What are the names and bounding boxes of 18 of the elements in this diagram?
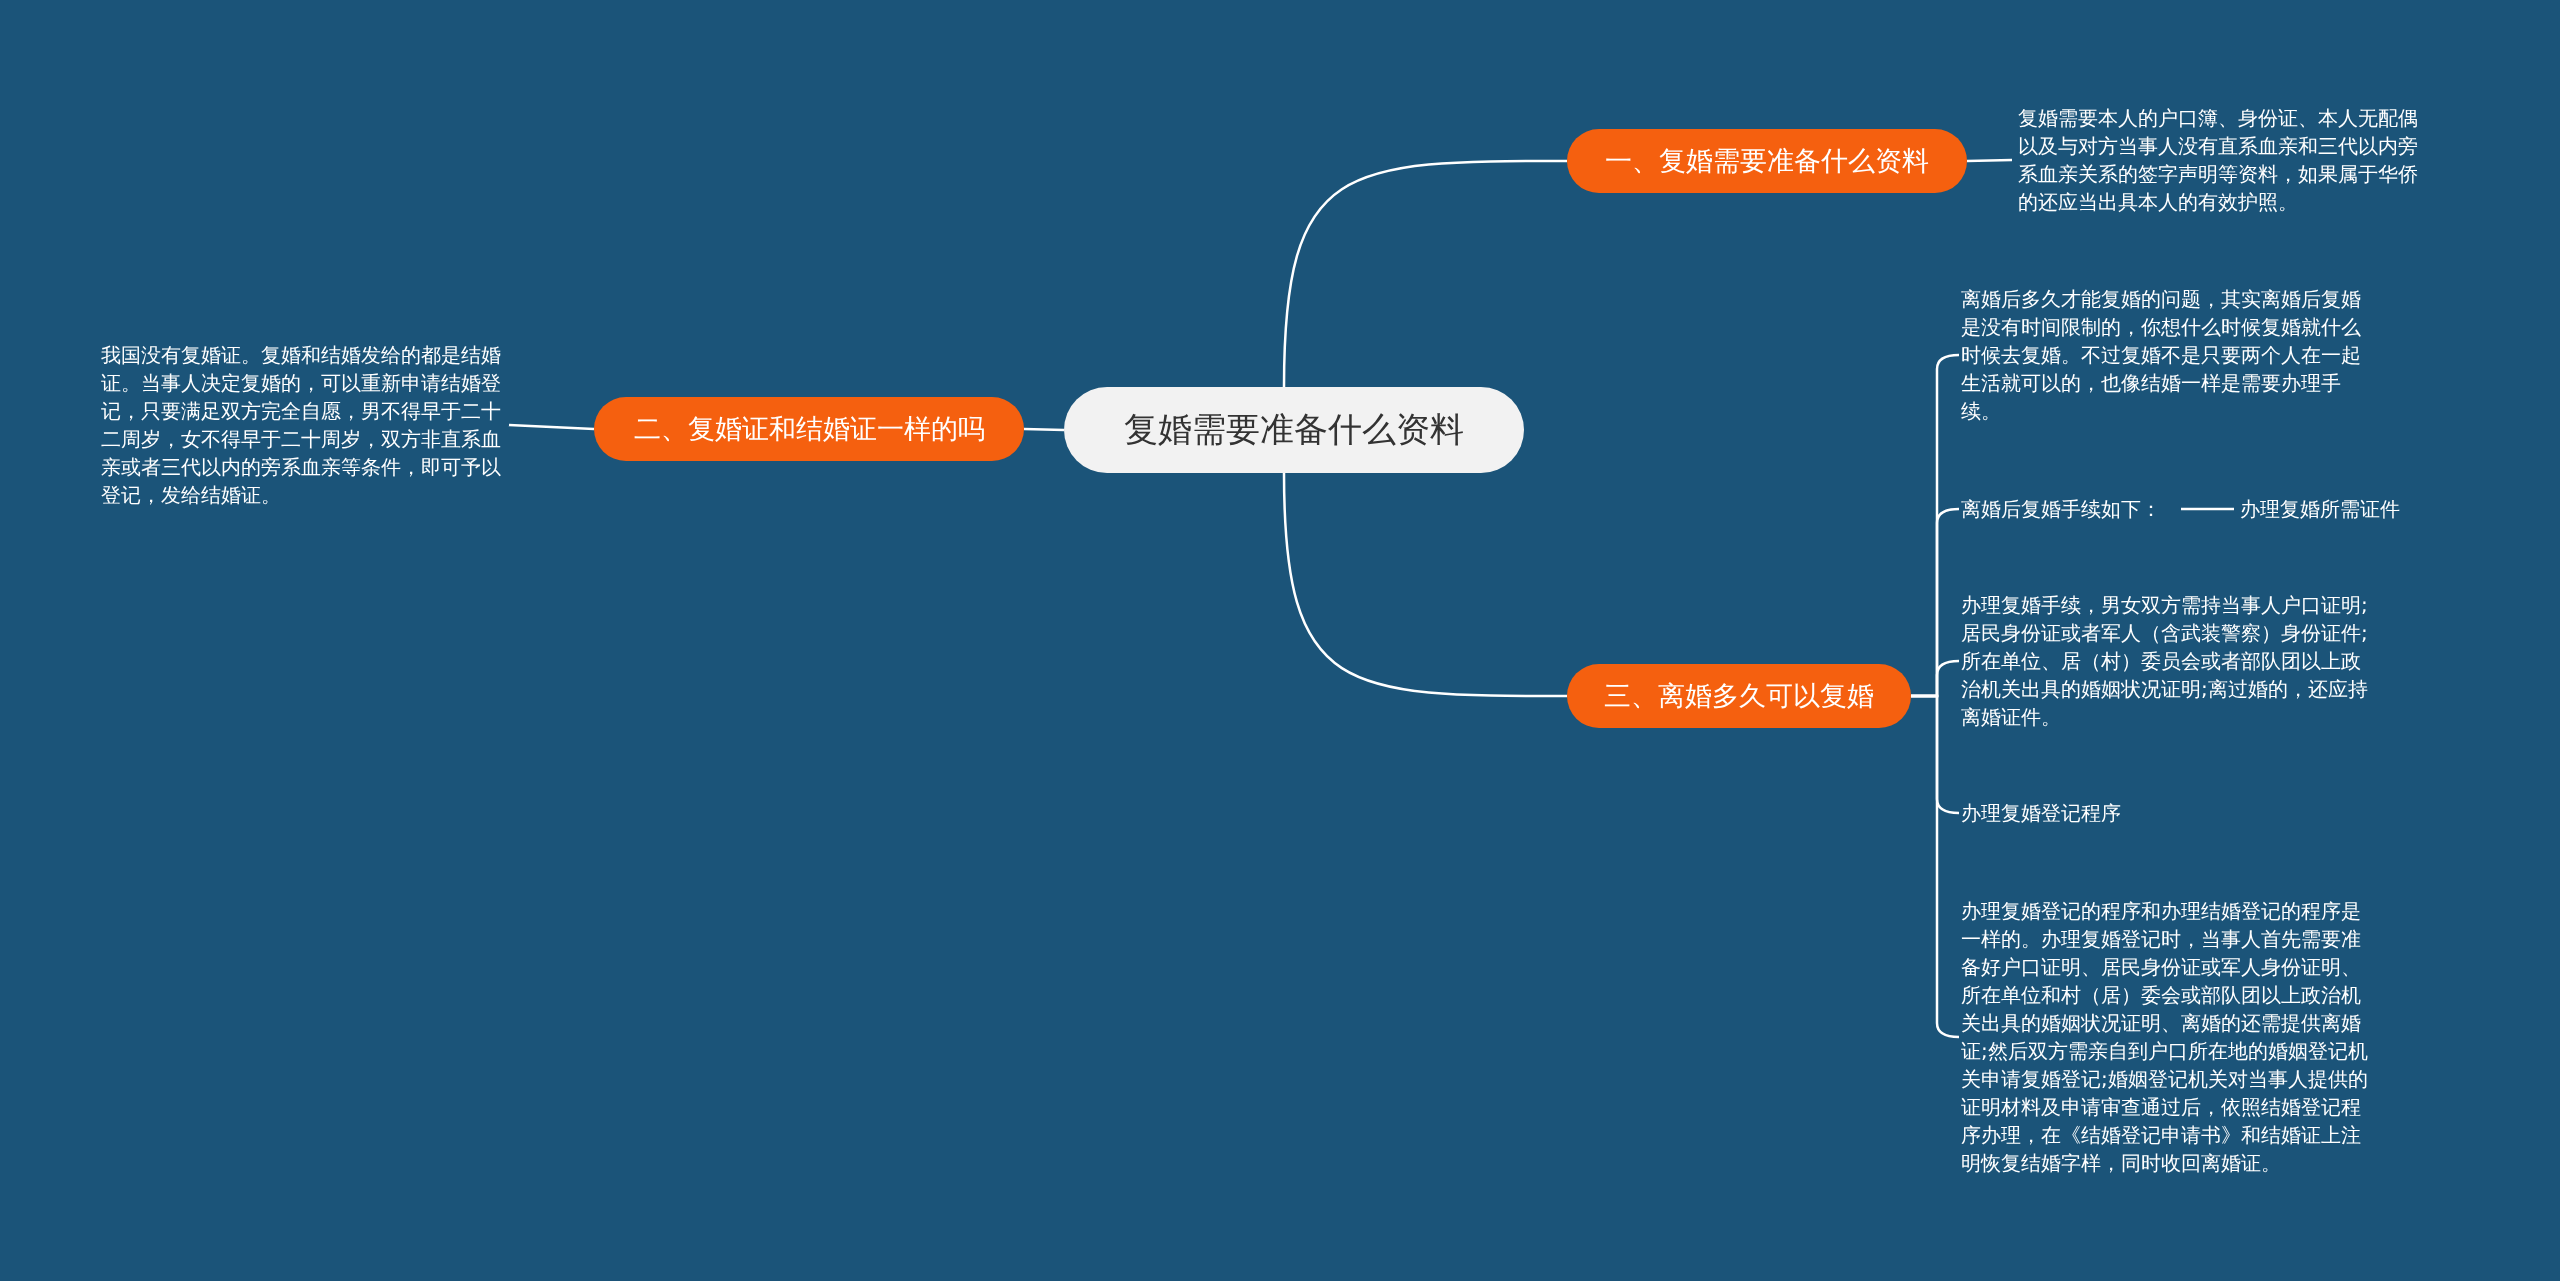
topic-text: 离婚后复婚手续如下：: [1961, 495, 2181, 523]
topic-text: 离婚后多久才能复婚的问题，其实离婚后复婚是没有时间限制的，你想什么时候复婚就什么时候去复婚。不过复婚不是只要两个人在一起生活就可以的，也像结婚一样是需要办理手续。: [1961, 285, 2369, 425]
topic-text: 办理复婚手续，男女双方需持当事人户口证明;居民身份证或者军人（含武装警察）身份证件;所在单位、居（村）委员会或者部队团以上政治机关出具的婚姻状况证明;离过婚的，还应持离婚证件。: [1961, 591, 2369, 731]
connector-line: [1023, 427, 1065, 432]
central-topic: 复婚需要准备什么资料: [1064, 387, 1524, 473]
topic-text: 办理复婚登记的程序和办理结婚登记的程序是一样的。办理复婚登记时，当事人首先需要准备好户口证明、居民身份证或军人身份证明、所在单位和村（居）委会或部队团以上政治机关出具的婚姻状况证明、离婚的还需提供离婚证;然后双方需亲自到户口所在地的婚姻登记机关申请复婚登记;婚姻登记机关对当事人提供的证明材料及申请审查通过后，依照结婚登记程序办理，在《结婚登记申请书》和结婚证上注明恢复结婚字样，同时收回离婚证。: [1961, 897, 2369, 1177]
branch-topic: 二、复婚证和结婚证一样的吗: [594, 397, 1024, 461]
topic-text: 办理复婚所需证件: [2240, 495, 2460, 523]
connector-line: [2181, 507, 2234, 511]
connector-line: [1282, 159, 1567, 388]
connector-line: [508, 423, 595, 431]
branch-topic: 三、离婚多久可以复婚: [1567, 664, 1911, 728]
branch-topic: 一、复婚需要准备什么资料: [1567, 129, 1967, 193]
topic-text: 复婚需要本人的户口簿、身份证、本人无配偶以及与对方当事人没有直系血亲和三代以内旁系血亲关系的签字声明等资料，如果属于华侨的还应当出具本人的有效护照。: [2018, 104, 2426, 216]
connector-line: [1282, 472, 1567, 698]
connector-line: [1966, 158, 2013, 163]
topic-text: 我国没有复婚证。复婚和结婚发给的都是结婚证。当事人决定复婚的，可以重新申请结婚登记，只要满足双方完全自愿，男不得早于二十二周岁，女不得早于二十周岁，双方非直系血亲或者三代以内的旁系血亲等条件，即可予以登记，发给结婚证。: [101, 341, 509, 509]
topic-text: 办理复婚登记程序: [1961, 799, 2261, 827]
